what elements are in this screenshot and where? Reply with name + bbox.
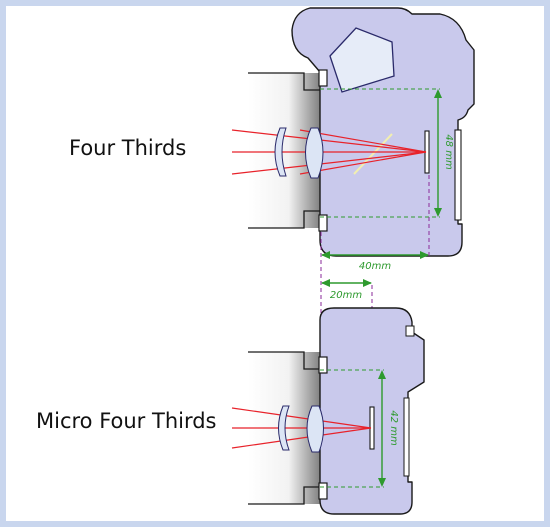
ft-mount-clip-top bbox=[318, 69, 328, 87]
mft-lens-barrel-outline bbox=[248, 351, 320, 505]
ft-flange-label: 40mm bbox=[359, 261, 391, 272]
ft-height-label: 48 mm bbox=[443, 134, 454, 170]
four-thirds-label: Four Thirds bbox=[69, 136, 187, 160]
ft-flange-dimension bbox=[321, 251, 429, 259]
mft-mount-clip-bottom bbox=[318, 482, 328, 500]
mft-flange-label: 20mm bbox=[330, 290, 362, 301]
ft-back-plate bbox=[454, 129, 462, 221]
mft-back-plate bbox=[403, 397, 410, 477]
micro-four-thirds-system bbox=[231, 307, 425, 515]
lens-element-icon bbox=[274, 127, 324, 179]
ft-lens-barrel bbox=[248, 73, 322, 228]
ft-lens-barrel-outline bbox=[248, 72, 320, 229]
micro-four-thirds-label: Micro Four Thirds bbox=[36, 409, 217, 433]
mft-lens-element-icon bbox=[278, 405, 324, 453]
mft-top-block bbox=[405, 325, 415, 337]
ft-mount-clip-bottom bbox=[318, 214, 328, 232]
mft-flange-dimension bbox=[321, 279, 372, 287]
pentaprism-icon bbox=[329, 27, 395, 93]
mirror-icon bbox=[353, 133, 393, 175]
mft-mount-clip-top bbox=[318, 356, 328, 374]
mft-height-label: 42 mm bbox=[388, 410, 399, 446]
mft-light-rays bbox=[231, 407, 372, 449]
four-thirds-system bbox=[231, 7, 475, 257]
